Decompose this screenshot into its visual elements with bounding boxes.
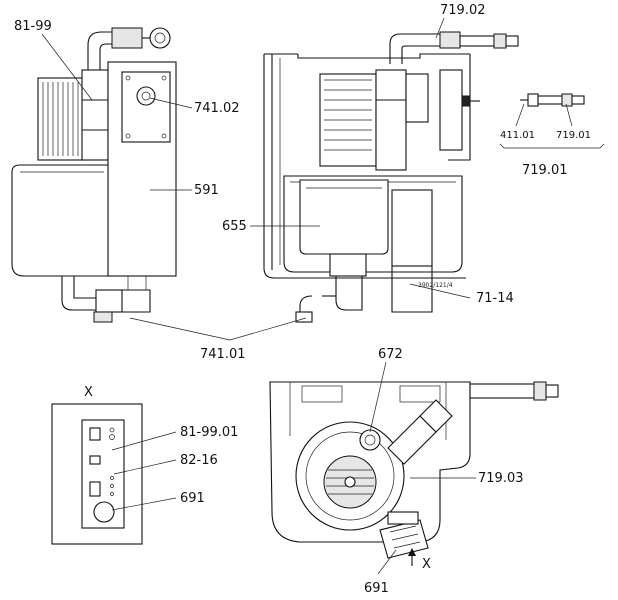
label-741-02: 741.02 [194,101,240,116]
panel-outline [51,403,143,545]
label-655: 655 [222,219,247,234]
front-view [263,31,519,323]
label-741-01: 741.01 [200,347,246,362]
tank-body [11,164,109,277]
label-drawing-number: 3902/121/4 [418,282,453,289]
motor-body [37,77,87,161]
switch-knob-icon [136,86,156,106]
housing-outline [263,54,466,279]
pipe-coupling [111,27,143,49]
top-housing [269,381,471,543]
label-71-14: 71-14 [476,291,514,306]
panel-x [51,403,143,545]
label-81-99-01: 81-99.01 [180,425,238,440]
label-672: 672 [378,347,403,362]
label-411-01: 411.01 [500,130,535,141]
label-x-panel: X [84,385,93,400]
top-view [269,381,559,559]
side-view [11,27,177,323]
switch-2-icon [89,455,101,465]
label-x-bottom: X [422,557,431,572]
indicator-lamp-icon [93,501,115,523]
switch-1-icon [89,427,101,441]
screw-plug-icon [359,429,381,451]
view-arrow-icon [408,548,416,566]
label-719-03: 719.03 [478,471,524,486]
label-719-01-small: 719.01 [556,130,591,141]
label-691-bottom: 691 [364,581,389,596]
leader-lines [41,17,573,575]
label-719-02: 719.02 [440,3,486,18]
label-591: 591 [194,183,219,198]
label-691-panel: 691 [180,491,205,506]
pressure-gauge-icon [149,27,171,49]
label-81-99: 81-99 [14,19,52,34]
label-719-01: 719.01 [522,163,568,178]
label-82-16: 82-16 [180,453,218,468]
fitting-detail [499,93,605,149]
switch-3-icon [89,481,101,497]
